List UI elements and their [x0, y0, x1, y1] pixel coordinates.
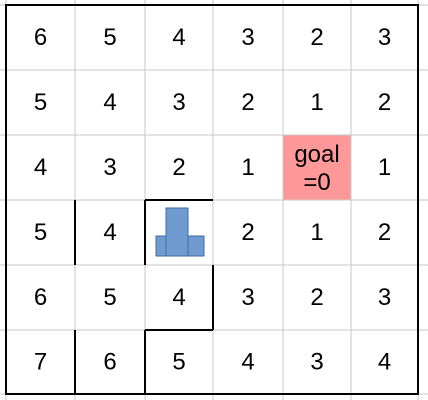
cell-value: 6: [34, 24, 47, 51]
cell-value: 4: [241, 349, 254, 376]
robot-icon: [155, 207, 205, 257]
cell-value: 5: [103, 284, 116, 311]
goal-value: =0: [303, 169, 330, 196]
cell-value: 1: [378, 154, 391, 181]
cell-value: 3: [378, 284, 391, 311]
cell-value: 6: [103, 349, 116, 376]
cell-value: 1: [310, 219, 323, 246]
cell-value: 5: [172, 349, 185, 376]
cell-value: 3: [378, 24, 391, 51]
cell-value: 6: [34, 284, 47, 311]
cell-value: 2: [378, 219, 391, 246]
cell-value: 4: [103, 89, 116, 116]
cell-value: 2: [310, 24, 323, 51]
cell-value: 2: [241, 219, 254, 246]
goal-cell: [283, 135, 351, 200]
cell-value: 5: [34, 89, 47, 116]
cell-value: 3: [172, 89, 185, 116]
cell-value: 2: [378, 89, 391, 116]
cell-value: 4: [172, 24, 185, 51]
cell-value: 3: [241, 24, 254, 51]
cell-value: 5: [34, 219, 47, 246]
outer-wall: [5, 4, 419, 395]
cell-value: 2: [241, 89, 254, 116]
cell-value: 3: [310, 349, 323, 376]
cell-value: 4: [103, 219, 116, 246]
cell-value: 4: [378, 349, 391, 376]
cell-value: 2: [310, 284, 323, 311]
cell-value: 7: [34, 349, 47, 376]
maze-walls: [5, 4, 419, 395]
cell-value: 2: [172, 154, 185, 181]
cell-value: 4: [34, 154, 47, 181]
cell-value: 1: [241, 154, 254, 181]
cell-value: 5: [103, 24, 116, 51]
goal-label: goal: [294, 141, 339, 168]
cell-value: 3: [103, 154, 116, 181]
cell-value: 3: [241, 284, 254, 311]
cell-value: 1: [310, 89, 323, 116]
cell-value: 4: [172, 284, 185, 311]
